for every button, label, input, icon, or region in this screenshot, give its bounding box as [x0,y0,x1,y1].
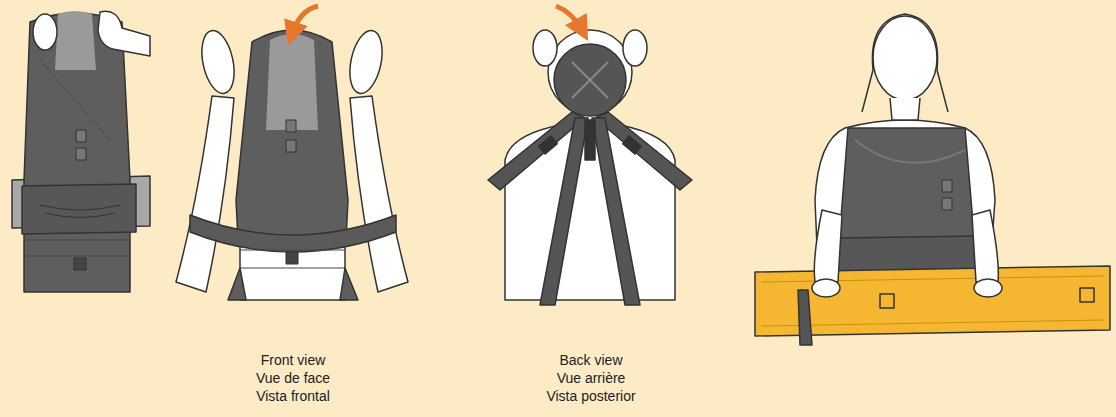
view-caption: Vue arrière [557,370,626,387]
view-caption: Back view [559,352,622,369]
view-caption: Front view [261,352,326,369]
view-caption: Vista posterior [546,388,635,405]
view-caption: Vue de face [256,370,330,387]
view-caption: Vista frontal [256,388,330,405]
